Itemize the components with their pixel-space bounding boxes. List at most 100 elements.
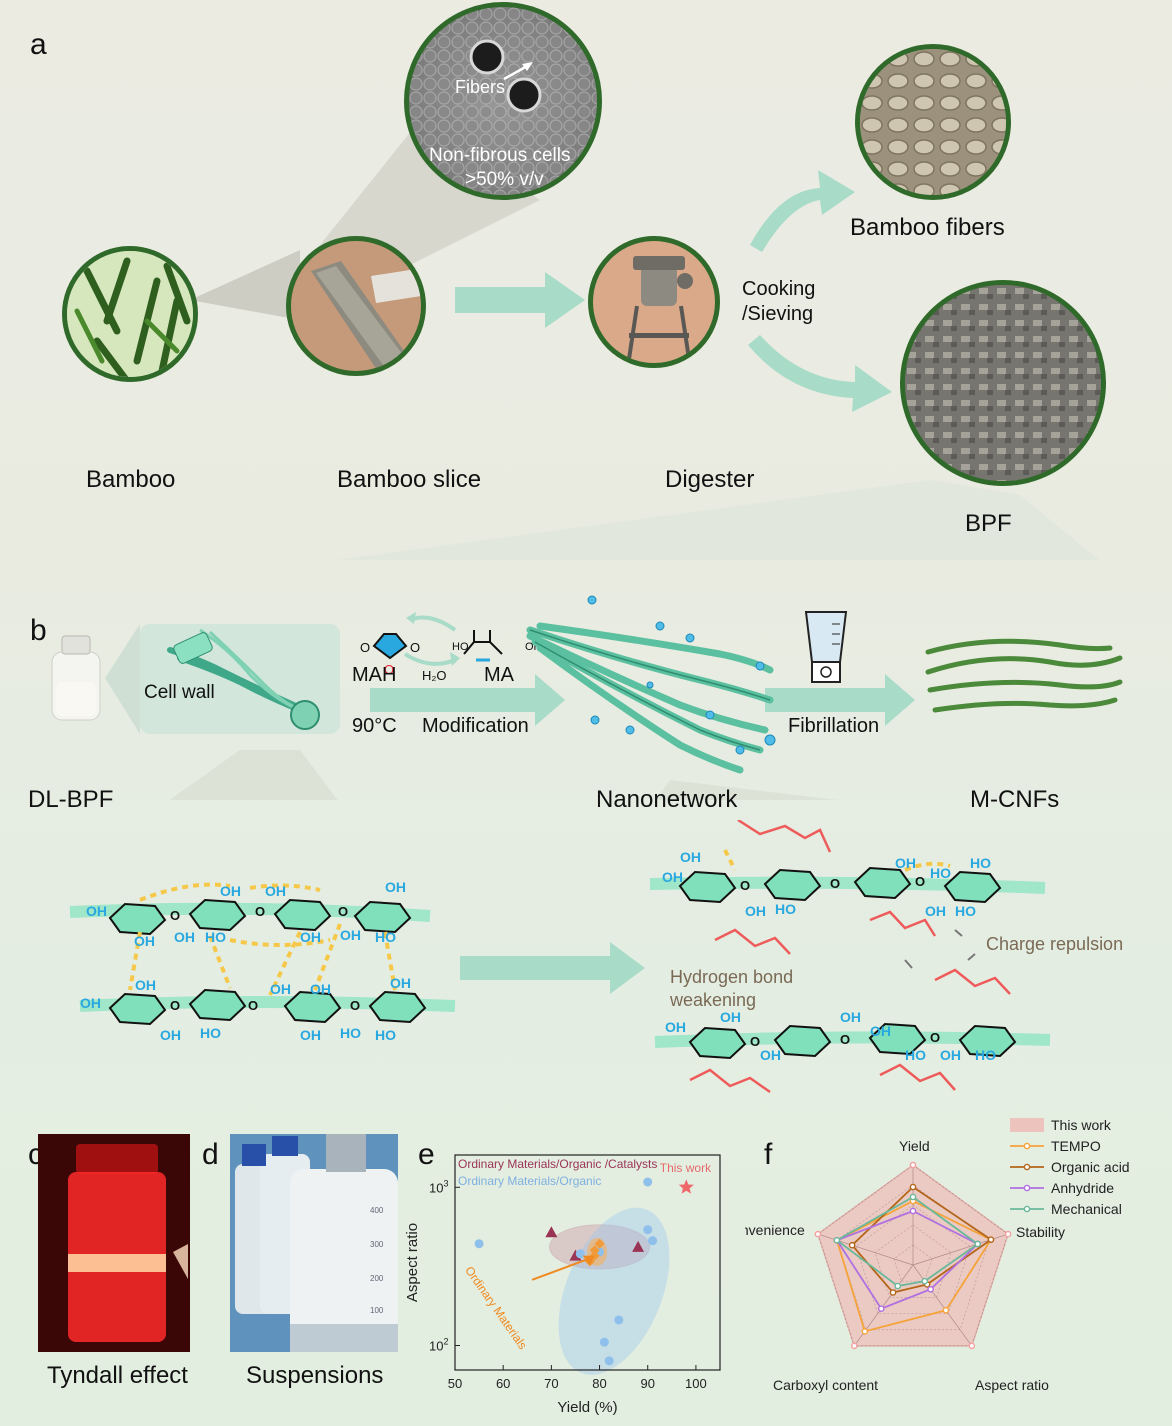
svg-text:HO: HO	[970, 855, 991, 871]
svg-text:OH: OH	[385, 879, 406, 895]
svg-text:OH: OH	[80, 995, 101, 1011]
legend-label: Anhydride	[1051, 1180, 1114, 1196]
series-point	[942, 1307, 950, 1314]
ordinary-point	[594, 1238, 605, 1249]
series-polygon	[835, 1210, 980, 1310]
ordinary-arrow	[531, 1256, 593, 1281]
fibers-label: Fibers	[455, 77, 506, 97]
sem-inset: Fibers Non-fibrous cells >50% v/v	[404, 2, 602, 200]
legend-organic: Ordinary Materials/Organic	[458, 1174, 601, 1188]
x-tick-label: 80	[592, 1376, 606, 1391]
panel-label-d: d	[202, 1138, 219, 1171]
legend-marker	[1023, 1184, 1031, 1192]
svg-text:O: O	[338, 904, 348, 919]
svg-text:OH: OH	[720, 1009, 741, 1025]
nonfibrous-label: Non-fibrous cells	[429, 145, 571, 166]
y-axis-label: Aspect ratio	[404, 1223, 421, 1302]
svg-text:O: O	[830, 876, 840, 891]
panel-label-a: a	[30, 28, 47, 61]
bottle-mark-300: 300	[370, 1240, 384, 1249]
h2o-label: H₂O	[422, 668, 447, 683]
y-tick-label: 102	[429, 1336, 448, 1353]
cooking-label: Cooking	[742, 278, 816, 300]
svg-text:OH: OH	[390, 975, 411, 991]
charge-repulsion-label: Charge repulsion	[986, 934, 1124, 954]
digester-label: Digester	[665, 466, 755, 493]
x-tick-label: 90	[640, 1376, 654, 1391]
svg-text:HO: HO	[905, 1047, 926, 1063]
svg-text:OH: OH	[300, 929, 321, 945]
series-point	[927, 1285, 934, 1293]
organic-point	[648, 1236, 658, 1246]
radar-axis-line	[817, 1233, 914, 1266]
svg-text:HO: HO	[955, 903, 976, 919]
tyndall-photo	[38, 1134, 190, 1352]
radar-axis-label: Aspect ratio	[975, 1377, 1049, 1393]
svg-text:OH: OH	[220, 883, 241, 899]
svg-text:OH: OH	[940, 1047, 961, 1063]
legend-catalysts: Ordinary Materials/Organic /Catalysts	[458, 1157, 657, 1171]
radar-axis-label: Carboxyl content	[773, 1377, 878, 1393]
y-tick-exponent: 3	[443, 1178, 448, 1188]
arrow-to-bpf	[748, 335, 892, 412]
legend-label: Organic acid	[1051, 1159, 1130, 1175]
y-tick-exponent: 2	[443, 1336, 448, 1346]
svg-text:O: O	[170, 908, 180, 923]
radar-axis-label: Yield	[899, 1138, 930, 1154]
series-point	[909, 1193, 917, 1201]
radar-axis-line	[912, 1264, 973, 1347]
svg-text:HO: HO	[775, 901, 796, 917]
cell-wall-label: Cell wall	[144, 682, 215, 703]
svg-text:O: O	[410, 640, 420, 655]
series-point	[921, 1277, 929, 1285]
temperature-label: 90°C	[352, 715, 397, 737]
radar-axis-label: Stability	[1016, 1224, 1065, 1240]
nonfibrous-fraction: >50% v/v	[465, 169, 544, 190]
svg-text:OH: OH	[870, 1023, 891, 1039]
svg-text:HO: HO	[930, 865, 951, 881]
svg-text:OH: OH	[680, 849, 701, 865]
svg-text:OH: OH	[745, 903, 766, 919]
organic-point	[614, 1315, 624, 1325]
ordinary-arrow-head	[582, 1255, 595, 1266]
x-tick-label: 70	[544, 1376, 558, 1391]
organic-point	[599, 1337, 609, 1347]
series-point	[850, 1342, 858, 1350]
legend-label: This work	[1051, 1117, 1112, 1133]
svg-text:O: O	[170, 998, 180, 1013]
svg-text:OH: OH	[840, 1009, 861, 1025]
organic-point	[643, 1177, 653, 1187]
x-tick-label: 60	[496, 1376, 510, 1391]
suspensions-photo: 400 300 200 100	[230, 1134, 398, 1352]
modification-label: Modification	[422, 715, 529, 737]
bamboo-label: Bamboo	[86, 466, 176, 493]
fibrillation-label: Fibrillation	[788, 715, 880, 737]
series-point	[968, 1342, 976, 1350]
svg-text:OH: OH	[270, 981, 291, 997]
sieving-label: /Sieving	[742, 303, 814, 325]
radar-grid-ring	[874, 1224, 952, 1298]
series-polygon	[850, 1185, 993, 1294]
svg-text:OH: OH	[895, 855, 916, 871]
series-point	[1004, 1230, 1012, 1238]
series-this-work-area	[817, 1164, 1009, 1347]
radar-axis-label: Convenience	[745, 1222, 805, 1238]
svg-text:OH: OH	[135, 977, 156, 993]
bamboo-photo	[62, 246, 198, 382]
bpf-photo	[900, 280, 1106, 486]
svg-text:O: O	[360, 640, 370, 655]
svg-text:OH: OH	[86, 903, 107, 919]
hydrogen-bond-label-1: Hydrogen bond	[670, 967, 794, 987]
bpf-label: BPF	[965, 510, 1012, 537]
hydrogen-bond-label-2: weakening	[670, 990, 757, 1010]
arrow-to-digester	[455, 272, 585, 328]
svg-text:O: O	[255, 904, 265, 919]
series-point	[833, 1236, 841, 1244]
x-tick-label: 50	[448, 1376, 462, 1391]
svg-text:OH: OH	[925, 903, 946, 919]
bamboo-slice-photo	[286, 236, 426, 376]
panel-b-process-graphics: O O O HO OH	[51, 595, 1123, 800]
svg-text:OH: OH	[760, 1047, 781, 1063]
